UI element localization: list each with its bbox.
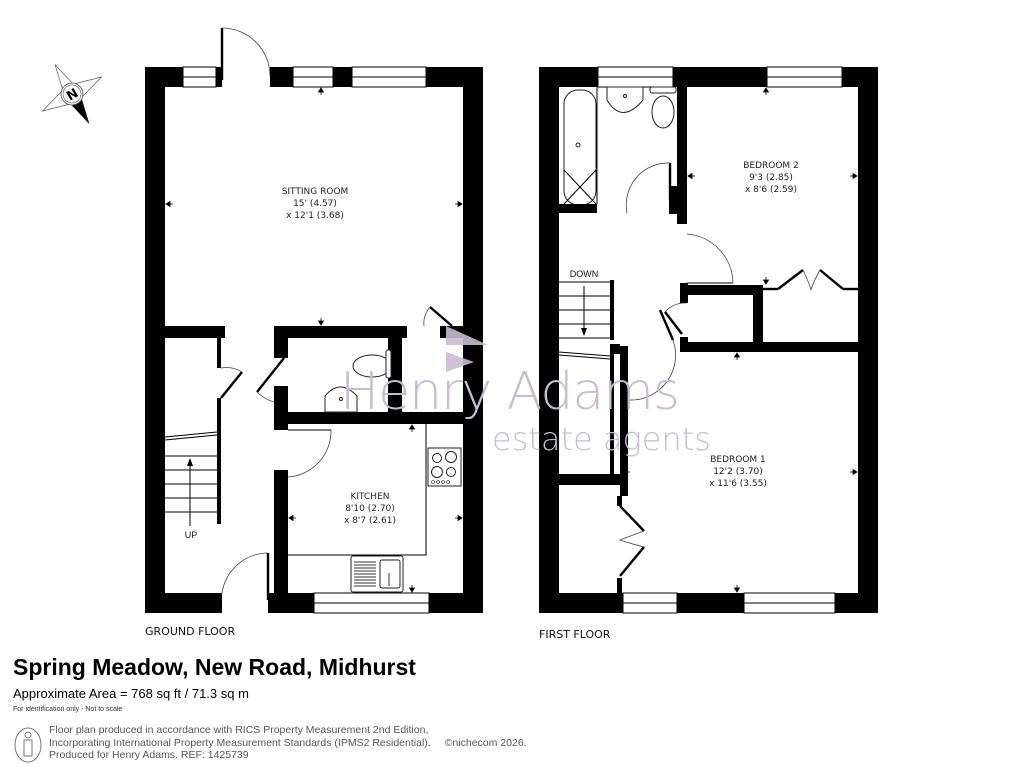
legal-line-3: Produced for Henry Adams. REF: 1425739 — [49, 749, 249, 761]
svg-text:UP: UP — [185, 530, 198, 540]
person-icon — [14, 727, 42, 763]
watermark-logo-icon — [446, 326, 488, 372]
svg-text:DOWN: DOWN — [570, 269, 599, 279]
room-bedroom-2: BEDROOM 2 9'3 (2.85) x 8'6 (2.59) — [743, 161, 799, 195]
ground-floor-plan: UP — [145, 27, 483, 614]
copyright: ©nichecom 2026. — [444, 736, 527, 749]
svg-text:x 12'1 (3.68): x 12'1 (3.68) — [286, 211, 344, 221]
scale-disclaimer: For identification only - Not to scale — [13, 706, 123, 713]
first-floor-plan: DOWN — [539, 66, 878, 614]
room-bedroom-1: BEDROOM 1 12'2 (3.70) x 11'6 (3.55) — [709, 455, 767, 489]
floor-plan-drawing: N — [41, 27, 878, 614]
compass-north-icon: N — [41, 64, 103, 124]
legal-line-1: Floor plan produced in accordance with R… — [49, 724, 429, 736]
svg-text:KITCHEN: KITCHEN — [351, 492, 390, 502]
svg-text:9'3 (2.85): 9'3 (2.85) — [749, 173, 793, 183]
first-floor-label: FIRST FLOOR — [539, 628, 611, 641]
svg-text:12'2 (3.70): 12'2 (3.70) — [713, 467, 763, 477]
svg-text:x 8'6 (2.59): x 8'6 (2.59) — [745, 185, 797, 195]
svg-text:BEDROOM 2: BEDROOM 2 — [743, 161, 799, 171]
room-kitchen: KITCHEN 8'10 (2.70) x 8'7 (2.61) — [344, 492, 396, 526]
svg-text:x 11'6 (3.55): x 11'6 (3.55) — [709, 479, 767, 489]
svg-text:x 8'7 (2.61): x 8'7 (2.61) — [344, 516, 396, 526]
svg-text:8'10 (2.70): 8'10 (2.70) — [345, 504, 395, 514]
property-title: Spring Meadow, New Road, Midhurst — [13, 654, 416, 680]
legal-line-2: Incorporating International Property Mea… — [49, 736, 527, 749]
approximate-area: Approximate Area = 768 sq ft / 71.3 sq m — [13, 686, 249, 701]
room-sitting-room: SITTING ROOM 15' (4.57) x 12'1 (3.68) — [282, 187, 349, 221]
svg-text:SITTING ROOM: SITTING ROOM — [282, 187, 349, 197]
svg-text:15' (4.57): 15' (4.57) — [293, 199, 337, 209]
legal-notice: Floor plan produced in accordance with R… — [49, 724, 527, 762]
svg-text:BEDROOM 1: BEDROOM 1 — [710, 455, 766, 465]
ground-floor-label: GROUND FLOOR — [145, 625, 236, 638]
